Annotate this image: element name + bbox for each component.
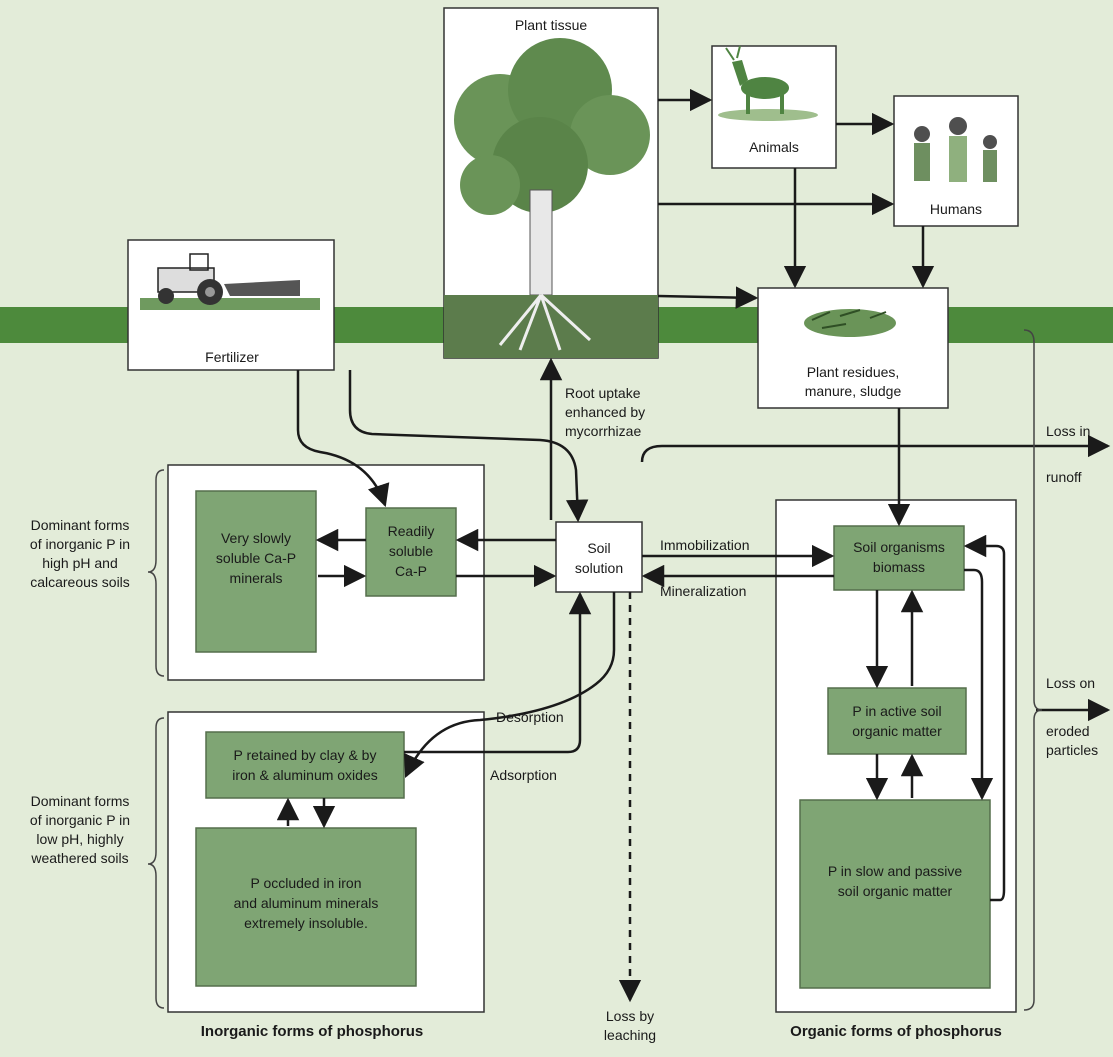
- p-occluded-label-2: and aluminum minerals: [234, 895, 379, 911]
- deer-icon: [718, 45, 818, 121]
- soil-organisms-label-1: Soil organisms: [853, 539, 945, 555]
- arrow-desorption: [404, 591, 592, 754]
- loss-eroded-label-2: eroded: [1046, 723, 1090, 739]
- arrow-fertilizer-to-readily: [296, 370, 390, 508]
- p-occluded-label-3: extremely insoluble.: [244, 915, 368, 931]
- soil-solution-label-2: solution: [575, 560, 623, 576]
- inorganic-footer: Inorganic forms of phosphorus: [201, 1023, 424, 1040]
- p-slow-node: P in slow and passive soil organic matte…: [799, 799, 991, 989]
- loss-runoff-label-2: runoff: [1046, 469, 1082, 485]
- p-retained-label-1: P retained by clay & by: [234, 747, 377, 763]
- arrow-slow-to-organisms: [963, 534, 1006, 902]
- high-ph-label-2: of inorganic P in: [30, 536, 130, 552]
- low-ph-label-3: low pH, highly: [36, 831, 123, 847]
- arrow-plant-to-residues: [657, 286, 759, 309]
- loss-eroded-label-1: Loss on: [1046, 675, 1095, 691]
- very-slowly-soluble-label-2: soluble Ca-P: [216, 550, 296, 566]
- organic-footer: Organic forms of phosphorus: [790, 1023, 1002, 1040]
- arrow-organisms-to-slow: [964, 568, 994, 801]
- animals-node: Animals: [711, 45, 837, 169]
- brace-losses: [1023, 329, 1043, 1011]
- soil-solution-label-1: Soil: [587, 540, 610, 556]
- brace-high-ph: [147, 469, 165, 677]
- adsorption-label: Adsorption: [490, 767, 557, 783]
- readily-soluble-label-2: soluble: [389, 543, 434, 559]
- plant-residues-node: Plant residues, manure, sludge: [757, 287, 949, 409]
- very-slowly-soluble-node: Very slowly soluble Ca-P minerals: [195, 490, 317, 653]
- tree-icon: [444, 38, 658, 358]
- brace-low-ph: [147, 717, 165, 1009]
- flow-arrows: [276, 88, 1111, 1003]
- low-ph-label-1: Dominant forms: [31, 793, 130, 809]
- root-uptake-label-3: mycorrhizae: [565, 423, 641, 439]
- root-uptake-label-1: Root uptake: [565, 385, 641, 401]
- low-ph-label-2: of inorganic P in: [30, 812, 130, 828]
- p-active-label-1: P in active soil: [852, 703, 941, 719]
- soil-solution-node: Soil solution: [555, 521, 643, 593]
- arrow-adsorption: [403, 592, 616, 779]
- p-occluded-node: P occluded in iron and aluminum minerals…: [195, 827, 417, 987]
- p-occluded-label-1: P occluded in iron: [250, 875, 361, 891]
- loss-eroded-label-3: particles: [1046, 742, 1098, 758]
- desorption-label: Desorption: [496, 709, 564, 725]
- humans-node: Humans: [893, 95, 1019, 227]
- readily-soluble-label-3: Ca-P: [395, 563, 427, 579]
- braces: [147, 329, 1043, 1011]
- immobilization-label: Immobilization: [660, 537, 749, 553]
- arrow-loss-runoff: [640, 434, 1111, 463]
- soil-organisms-label-2: biomass: [873, 559, 925, 575]
- root-uptake-label-2: enhanced by: [565, 404, 645, 420]
- litter-pile-icon: [804, 309, 896, 337]
- p-active-label-2: organic matter: [852, 723, 942, 739]
- plant-residues-label-1: Plant residues,: [807, 364, 900, 380]
- loss-leaching-label-2: leaching: [604, 1027, 656, 1043]
- very-slowly-soluble-label-3: minerals: [230, 570, 283, 586]
- soil-organisms-node: Soil organisms biomass: [833, 525, 965, 591]
- loss-leaching-label-1: Loss by: [606, 1008, 654, 1024]
- low-ph-label-4: weathered soils: [30, 850, 128, 866]
- very-slowly-soluble-label-1: Very slowly: [221, 530, 291, 546]
- mineralization-label: Mineralization: [660, 583, 746, 599]
- high-ph-label-3: high pH and: [42, 555, 118, 571]
- fertilizer-label: Fertilizer: [205, 349, 259, 365]
- animals-label: Animals: [749, 139, 799, 155]
- humans-label: Humans: [930, 201, 982, 217]
- plant-tissue-node: Plant tissue: [443, 7, 659, 359]
- plant-residues-label-2: manure, sludge: [805, 383, 902, 399]
- tractor-icon: [140, 253, 320, 310]
- p-retained-node: P retained by clay & by iron & aluminum …: [205, 731, 405, 799]
- plant-tissue-label: Plant tissue: [515, 17, 588, 33]
- family-icon: [914, 117, 997, 182]
- high-ph-label-4: calcareous soils: [30, 574, 130, 590]
- loss-runoff-label-1: Loss in: [1046, 423, 1090, 439]
- p-retained-label-2: iron & aluminum oxides: [232, 767, 378, 783]
- high-ph-label-1: Dominant forms: [31, 517, 130, 533]
- p-slow-label-2: soil organic matter: [838, 883, 953, 899]
- arrow-fertilizer-to-solution: [348, 370, 589, 523]
- readily-soluble-node: Readily soluble Ca-P: [365, 507, 457, 597]
- p-active-node: P in active soil organic matter: [827, 687, 967, 755]
- fertilizer-node: Fertilizer: [127, 239, 335, 371]
- readily-soluble-label-1: Readily: [388, 523, 435, 539]
- p-slow-label-1: P in slow and passive: [828, 863, 963, 879]
